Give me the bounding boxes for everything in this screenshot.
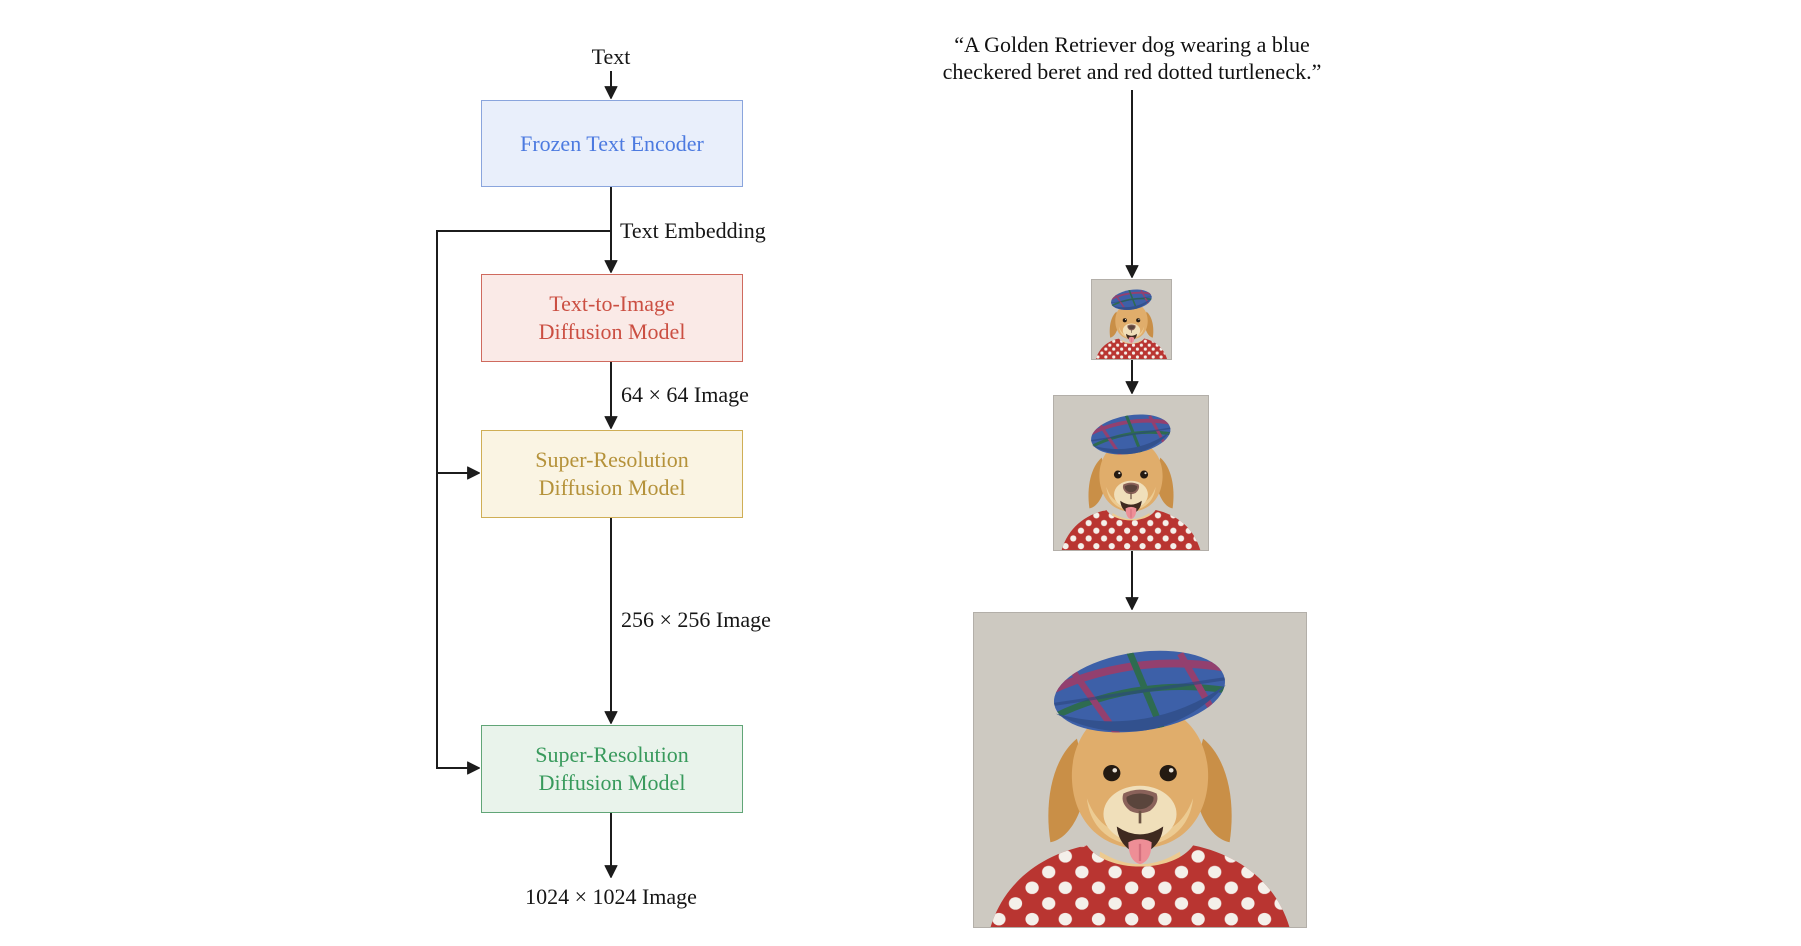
dog-image-large [974,613,1306,927]
node-sr1-label-line1: Super-Resolution [535,447,689,472]
node-sr1-label-line2: Diffusion Model [538,475,686,500]
sample-image-64 [1091,279,1172,360]
label-text-embedding: Text Embedding [620,218,766,243]
label-256x256-image: 256 × 256 Image [621,607,771,632]
node-super-resolution-1: Super-Resolution Diffusion Model [481,430,743,518]
node-sr2-label-line2: Diffusion Model [538,770,686,795]
label-text-input: Text [591,44,631,69]
node-t2i-label-line2: Diffusion Model [538,319,686,344]
prompt-caption-line1: “A Golden Retriever dog wearing a blue [954,32,1310,57]
sample-image-256 [1053,395,1209,551]
sample-image-1024 [973,612,1307,928]
line-embedding-branch [436,230,611,768]
label-64x64-image: 64 × 64 Image [621,382,749,407]
node-frozen-text-encoder-label: Frozen Text Encoder [520,130,704,156]
node-sr2-label-line1: Super-Resolution [535,742,689,767]
dog-image-small [1092,280,1171,359]
dog-image-medium [1054,396,1208,550]
prompt-caption-line2: checkered beret and red dotted turtlenec… [942,59,1322,84]
node-super-resolution-2: Super-Resolution Diffusion Model [481,725,743,813]
prompt-caption: “A Golden Retriever dog wearing a blue c… [882,31,1382,85]
node-t2i-label-line1: Text-to-Image [549,291,675,316]
label-1024x1024-image: 1024 × 1024 Image [525,884,697,909]
node-text-to-image-diffusion: Text-to-Image Diffusion Model [481,274,743,362]
node-frozen-text-encoder: Frozen Text Encoder [481,100,743,187]
